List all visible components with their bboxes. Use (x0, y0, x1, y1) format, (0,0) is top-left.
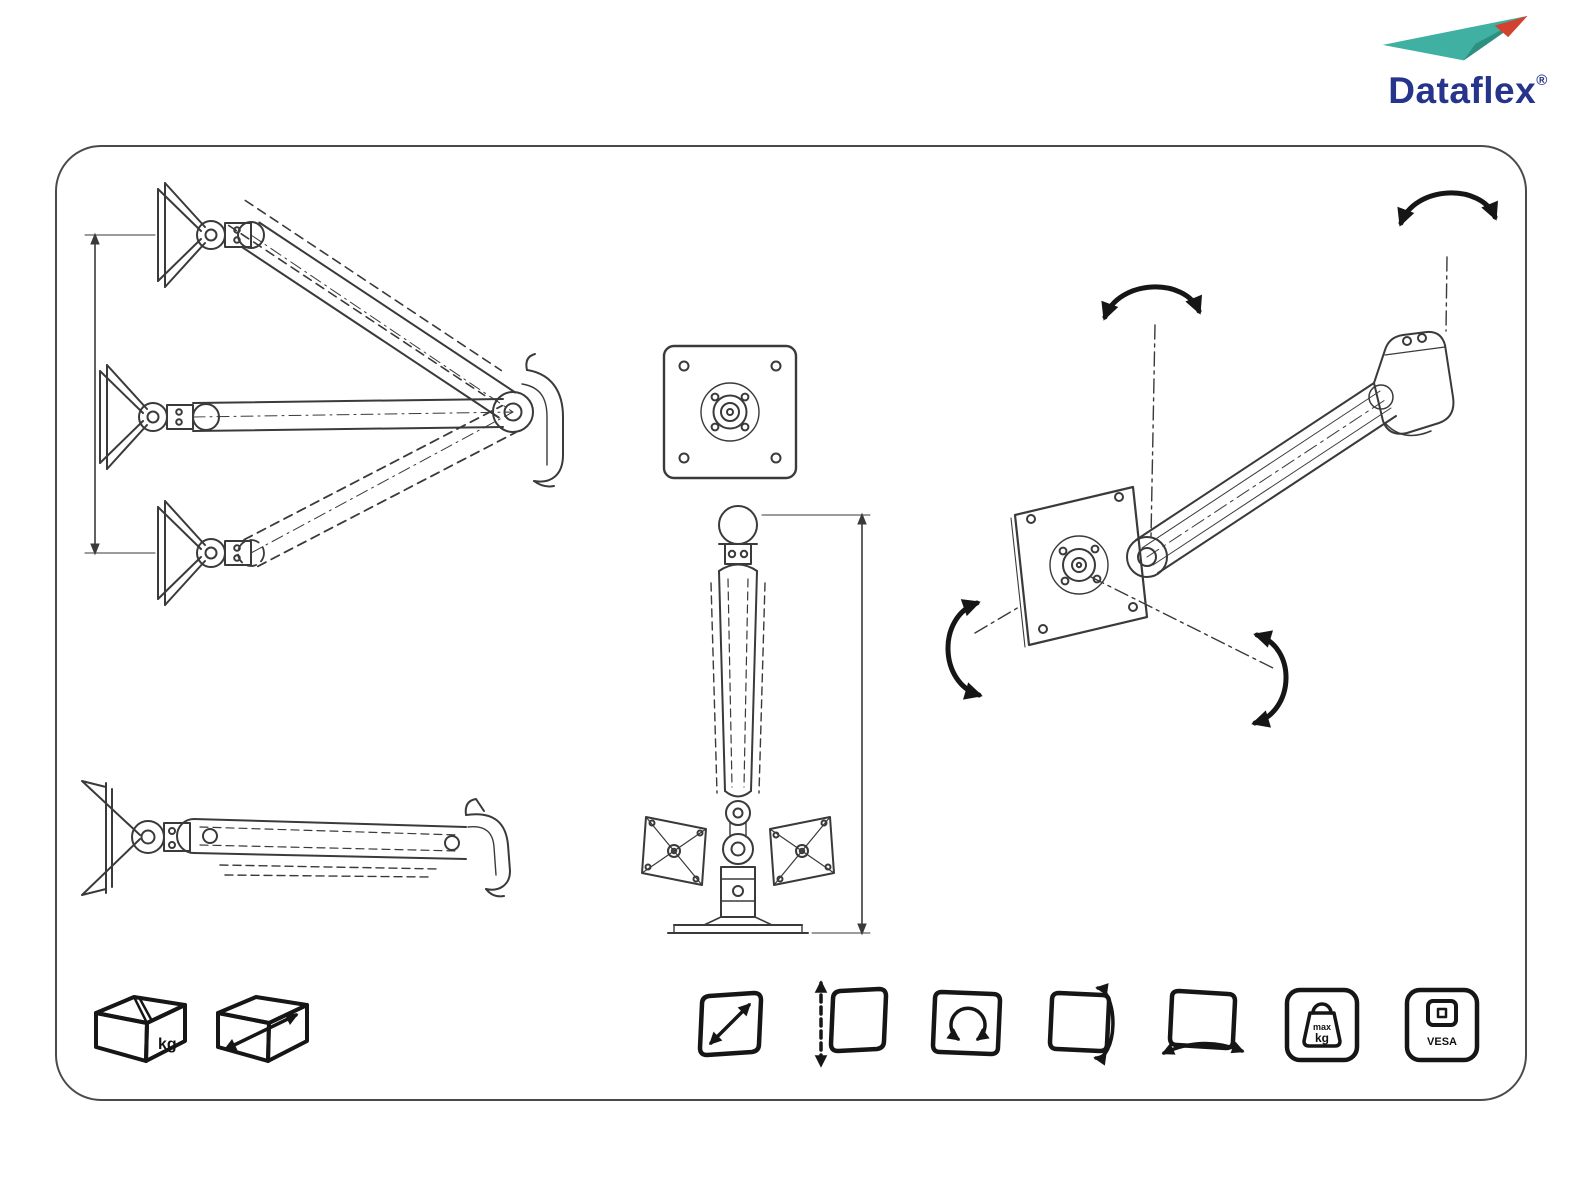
box-front-face (216, 1011, 271, 1063)
upright-arm-body (710, 563, 766, 798)
gas-spring-arm-3d (1126, 382, 1397, 578)
desk-clamp-base (667, 866, 809, 934)
diagonal-dimension-arrow (223, 1013, 299, 1051)
kg-label: kg (158, 1036, 177, 1053)
icon-package-weight: kg (88, 985, 193, 1073)
icon-package-dimensions (210, 985, 315, 1073)
max-kg-label: kg (1315, 1031, 1329, 1045)
extended-arm (176, 818, 467, 878)
right-vesa-plate-top-view (769, 816, 835, 886)
arm-lowered-position-dashed (237, 404, 517, 568)
rotation-arrow-plate-left (945, 599, 983, 700)
desk-mount-post (492, 353, 564, 488)
icon-vesa-compatibility: VESA (1402, 985, 1482, 1065)
max-label: max (1313, 1022, 1331, 1032)
icon-rotation (925, 985, 1010, 1065)
lower-joint (725, 800, 751, 838)
left-vesa-plate-top-view (641, 816, 707, 886)
arm-level-position (192, 398, 514, 432)
badge-outline (1404, 987, 1480, 1063)
drawing-side-view-range (75, 165, 575, 635)
paper-plane-icon (1382, 15, 1528, 61)
diagram-panel-border (55, 145, 1527, 1101)
screen-outline (930, 989, 1003, 1057)
center-hub (722, 833, 754, 865)
axis-centerlines (974, 256, 1448, 671)
box-right-face (144, 1003, 187, 1063)
arm-raised-position (237, 221, 517, 419)
rotation-arrows (945, 190, 1498, 728)
vesa-label: VESA (1427, 1036, 1457, 1048)
arm-top-cap (718, 505, 758, 565)
weight-handle (1311, 1002, 1333, 1015)
badge-outline (1284, 987, 1360, 1063)
rotation-arrow-head-axis (1397, 190, 1498, 227)
drawing-perspective-rotation (915, 165, 1515, 740)
dataflex-logo: Dataflex® (1378, 14, 1558, 109)
drawing-vesa-plate-front (660, 342, 800, 482)
icon-swivel (1158, 985, 1248, 1065)
drawing-front-view-height (630, 495, 875, 955)
icon-screen-size-diagonal (688, 988, 773, 1063)
icon-max-load: max kg (1282, 985, 1362, 1065)
rotation-arrow-arm-axis (1101, 284, 1202, 321)
vesa-hole (1436, 1007, 1448, 1019)
rotation-arrow-plate-right (1251, 630, 1289, 728)
screen-outline (697, 990, 764, 1058)
horizontal-swivel-arrow (1161, 1041, 1245, 1055)
drawing-side-view-extended (70, 765, 570, 910)
circular-rotation-arrow (946, 1006, 990, 1041)
monitor-bracket-bottom (157, 500, 252, 606)
icon-height-adjustment (805, 975, 890, 1073)
weight-body (1302, 1011, 1342, 1048)
screen-outline (1167, 988, 1238, 1051)
monitor-back (1426, 999, 1458, 1027)
vesa-corner-holes (678, 360, 782, 464)
registered-trademark: ® (1536, 72, 1548, 89)
vesa-center-hub (700, 382, 760, 442)
monitor-bracket-middle (99, 364, 194, 470)
screen-outline (828, 986, 889, 1054)
vertical-flip-arrow (1093, 983, 1115, 1066)
vesa-plate-3d (1010, 485, 1149, 648)
screen-outline (1047, 990, 1112, 1054)
box-right-face (266, 1003, 309, 1063)
box-front-face (94, 1011, 149, 1063)
height-dimension-arrow (761, 512, 871, 936)
mount-head-3d (1373, 330, 1455, 437)
vertical-range-dimension-arrow (84, 232, 156, 556)
monitor-bracket-side (81, 780, 191, 896)
icon-pivot-flip (1040, 982, 1130, 1068)
logo-brand-text: Dataflex (1388, 70, 1537, 111)
desk-mount-head (464, 798, 511, 898)
logo-wordmark: Dataflex® (1378, 72, 1558, 109)
arm-raised-dashed-echo (227, 199, 503, 397)
diagonal-arrow (709, 1003, 751, 1045)
